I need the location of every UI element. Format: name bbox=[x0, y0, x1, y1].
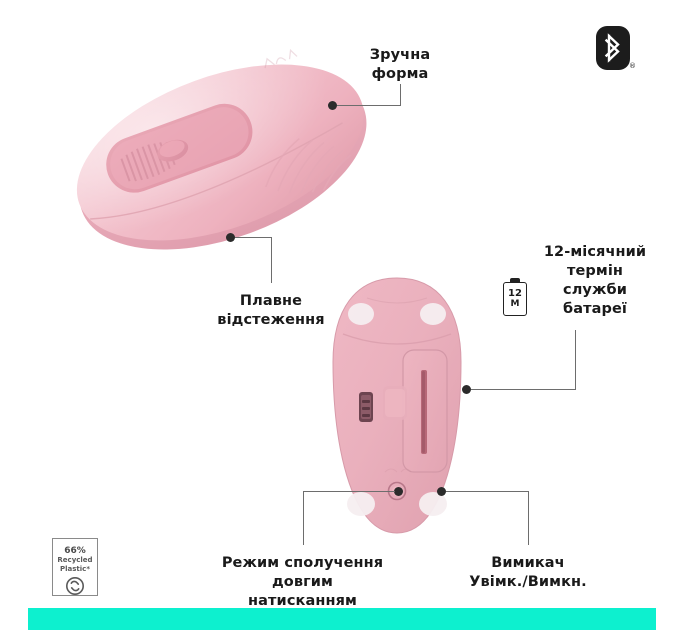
callout-label-battery-life: 12-місячний термін служби батареї bbox=[543, 244, 647, 317]
bluetooth-badge: ® bbox=[596, 26, 636, 70]
battery-unit: M bbox=[510, 299, 520, 309]
callout-label-power-switch: Вимикач Увімк./Вимкн. bbox=[469, 555, 587, 590]
leader-line-pairing-mode-v bbox=[303, 491, 304, 545]
mouse-bottom-view-image bbox=[327, 276, 467, 536]
leader-line-power-switch-h bbox=[446, 491, 528, 492]
bottom-accent-bar bbox=[28, 608, 656, 630]
callout-dot-pairing-mode bbox=[394, 487, 403, 496]
leader-line-smooth-tracking-v bbox=[271, 237, 272, 283]
leader-line-battery-life-h bbox=[471, 389, 576, 390]
bluetooth-icon bbox=[596, 26, 630, 70]
callout-dot-comfortable-shape bbox=[328, 101, 337, 110]
recycled-plastic-badge: 66% Recycled Plastic* bbox=[52, 538, 98, 596]
leader-line-battery-life-v bbox=[575, 330, 576, 390]
battery-body: 12 M bbox=[503, 282, 527, 316]
callout-dot-smooth-tracking bbox=[226, 233, 235, 242]
callout-label-comfortable-shape: Зручна форма bbox=[369, 47, 431, 82]
mouse-top-view-image bbox=[48, 48, 398, 273]
callout-label-pairing-mode: Режим сполучення довгим натисканням bbox=[221, 555, 384, 609]
callout-dot-power-switch bbox=[437, 487, 446, 496]
leader-line-comfortable-shape-v bbox=[400, 84, 401, 106]
leader-line-smooth-tracking-h bbox=[235, 237, 272, 238]
battery-icon: 12 M bbox=[503, 278, 527, 316]
callout-dot-battery-life bbox=[462, 385, 471, 394]
recycled-percent: 66% bbox=[64, 546, 86, 556]
callout-label-smooth-tracking: Плавне відстеження bbox=[217, 293, 325, 328]
recycle-loop-icon bbox=[65, 576, 85, 600]
recycled-label-line1: Recycled bbox=[57, 556, 93, 564]
registered-mark: ® bbox=[629, 62, 636, 70]
leader-line-pairing-mode-h bbox=[303, 491, 395, 492]
battery-value: 12 bbox=[508, 288, 522, 299]
leader-line-comfortable-shape-h bbox=[337, 105, 400, 106]
recycled-label-line2: Plastic* bbox=[60, 564, 90, 573]
battery-cap bbox=[510, 278, 520, 283]
leader-line-power-switch-v bbox=[528, 491, 529, 545]
